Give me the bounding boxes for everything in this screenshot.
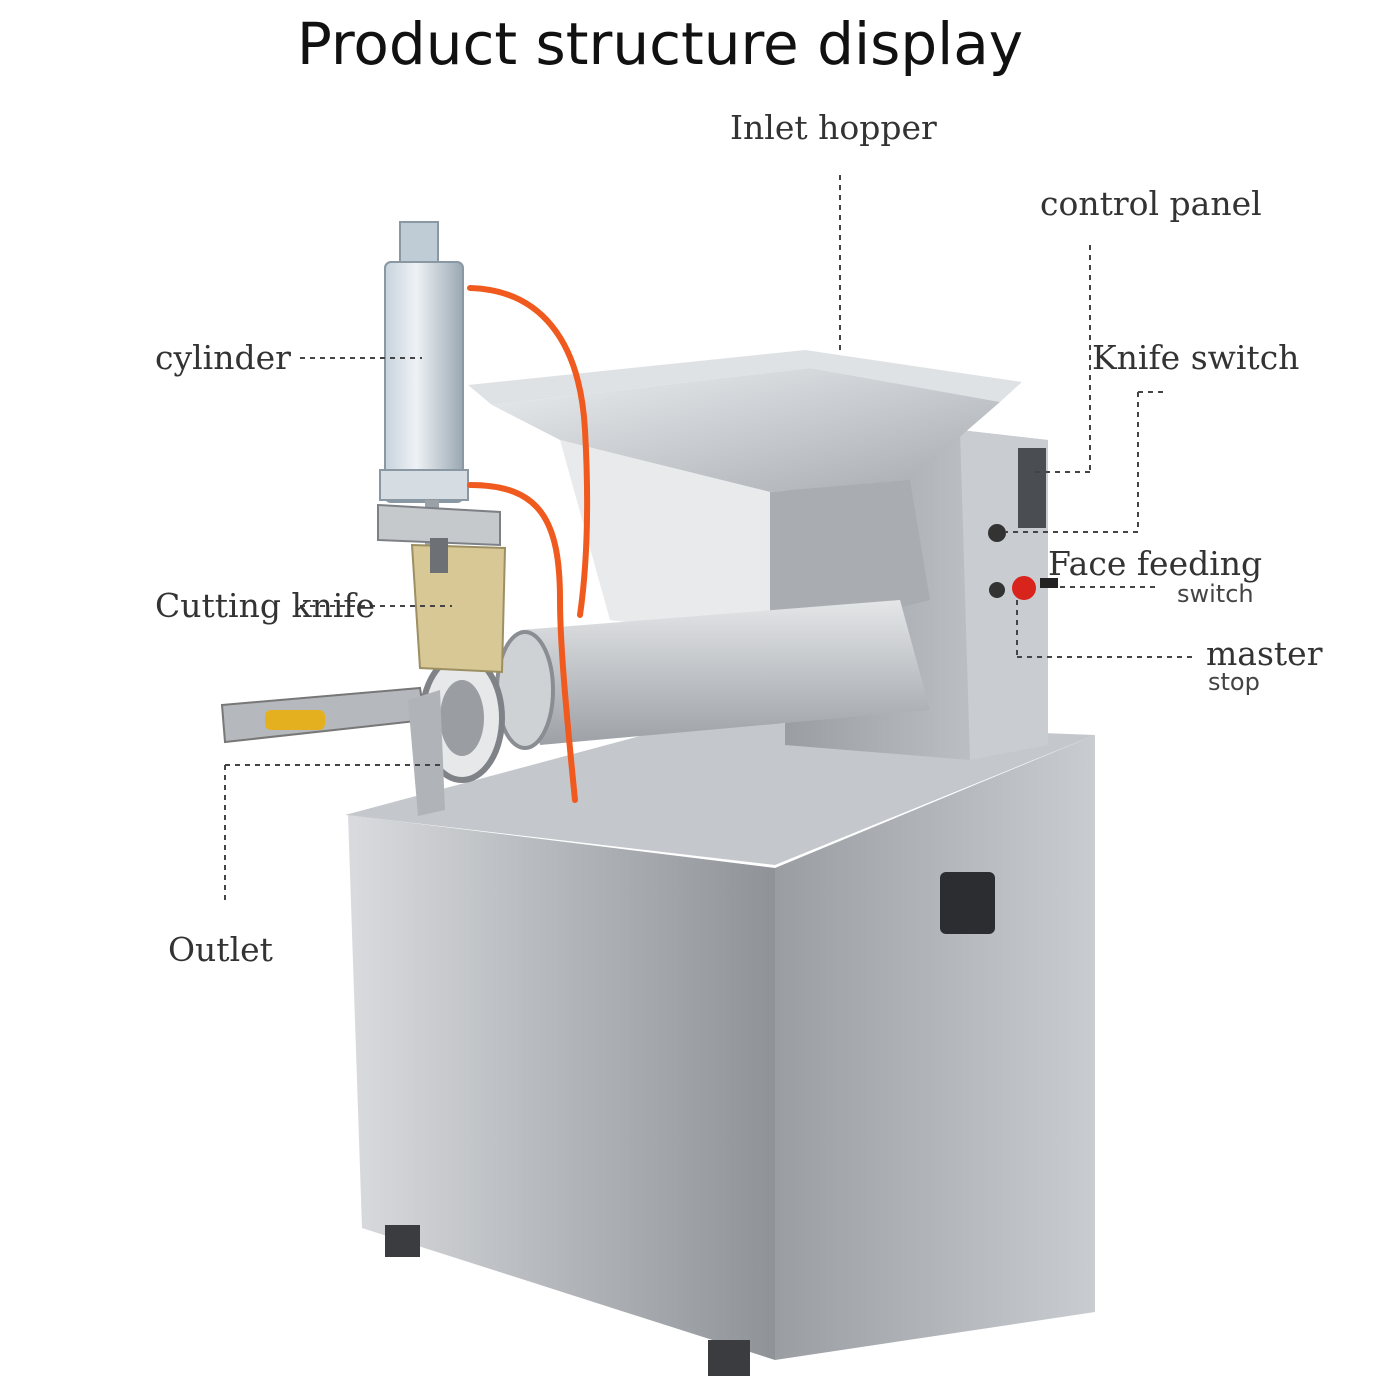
base-cabinet bbox=[345, 720, 1095, 1376]
inlet-hopper bbox=[468, 350, 1022, 640]
cabinet-handle bbox=[940, 872, 995, 934]
sensor bbox=[265, 710, 325, 730]
label-face-feeding-sub: switch bbox=[1177, 580, 1254, 608]
label-master: master bbox=[1206, 634, 1323, 673]
master-stop-button bbox=[1012, 576, 1036, 600]
label-master-sub: stop bbox=[1208, 668, 1260, 696]
caster-front bbox=[708, 1340, 750, 1376]
leader-lines bbox=[224, 175, 1193, 902]
label-inlet-hopper: Inlet hopper bbox=[730, 108, 937, 147]
label-control-panel: control panel bbox=[1040, 184, 1262, 223]
label-face-feeding: Face feeding bbox=[1048, 544, 1263, 583]
page-title: Product structure display bbox=[296, 10, 1024, 78]
label-knife-switch: Knife switch bbox=[1092, 338, 1300, 377]
air-hoses bbox=[467, 285, 591, 803]
label-outlet: Outlet bbox=[168, 930, 273, 969]
label-cylinder: cylinder bbox=[155, 338, 291, 377]
cutting-knife bbox=[377, 503, 507, 674]
label-cutting-knife: Cutting knife bbox=[155, 586, 375, 625]
knife-switch-knob bbox=[988, 524, 1006, 542]
sensor-arm bbox=[220, 686, 445, 816]
caster-left bbox=[385, 1225, 420, 1257]
control-panel-display bbox=[1018, 448, 1046, 528]
face-feeding-toggle bbox=[1040, 578, 1058, 588]
